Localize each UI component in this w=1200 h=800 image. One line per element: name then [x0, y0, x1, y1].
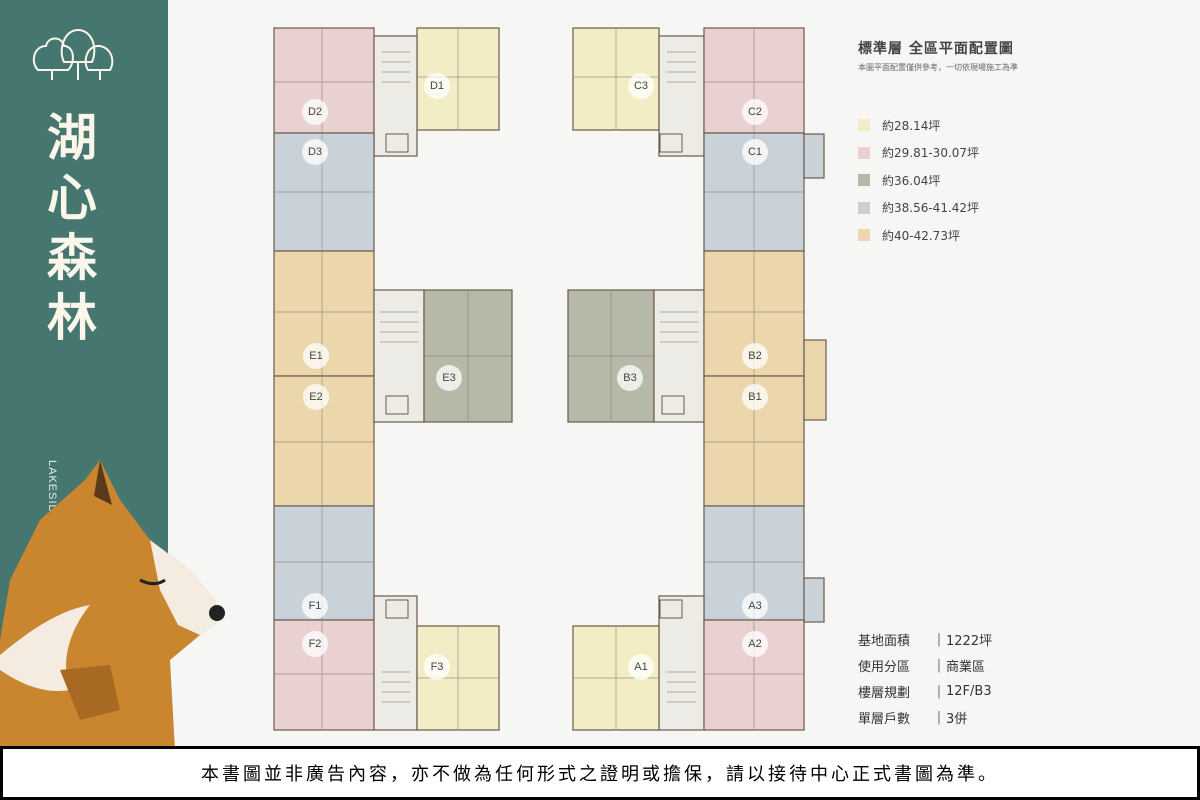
unit-label-e1: E1 — [303, 343, 329, 369]
disclaimer-text: 本書圖並非廣告內容，亦不做為任何形式之證明或擔保，請以接待中心正式書圖為準。 — [201, 764, 999, 785]
size-legend: 約28.14坪 約29.81-30.07坪 約36.04坪 約38.56-41.… — [858, 118, 979, 256]
unit-b-balcony — [803, 339, 827, 421]
plan-note: 本圖平面配置僅供參考，一切依現場施工為準 — [858, 63, 1018, 72]
stat-value: 1222坪 — [946, 634, 993, 649]
unit-label-a3: A3 — [742, 593, 768, 619]
stat-value: 3併 — [946, 712, 968, 727]
unit-label-b3: B3 — [617, 365, 643, 391]
elevator-right-mid — [661, 395, 685, 415]
core-left-bottom — [373, 595, 418, 731]
elevator-right-bottom — [659, 599, 683, 619]
fox-illustration — [0, 460, 225, 750]
legend-label: 約28.14坪 — [882, 118, 941, 133]
legend-item: 約29.81-30.07坪 — [858, 146, 979, 160]
core-left-top — [373, 35, 418, 157]
unit-c1-balcony — [803, 133, 825, 179]
unit-a3-balcony — [803, 577, 825, 623]
stat-label: 單層戶數 — [858, 712, 911, 727]
project-stats: 基地面積 | 1222坪 使用分區 | 商業區 樓層規劃 | 12F/B3 單層… — [858, 630, 992, 734]
plan-title: 標準層 全區平面配置圖 — [858, 41, 1014, 57]
core-left-mid — [373, 289, 425, 423]
unit-label-e2: E2 — [303, 384, 329, 410]
legend-label: 約38.56-41.42坪 — [882, 201, 980, 215]
legend-swatch — [858, 229, 870, 241]
stat-separator: | — [936, 658, 942, 673]
stat-label: 使用分區 — [858, 660, 911, 675]
legend-swatch — [858, 174, 870, 186]
stat-label: 樓層規劃 — [858, 686, 911, 701]
stat-label: 基地面積 — [858, 634, 911, 649]
unit-label-b1: B1 — [742, 384, 768, 410]
legend-label: 約40-42.73坪 — [882, 228, 960, 243]
unit-label-e3: E3 — [436, 365, 462, 391]
unit-label-b2: B2 — [742, 343, 768, 369]
disclaimer-bar: 本書圖並非廣告內容，亦不做為任何形式之證明或擔保，請以接待中心正式書圖為準。 — [0, 746, 1200, 800]
unit-label-a2: A2 — [742, 631, 768, 657]
legend-item: 約36.04坪 — [858, 173, 979, 188]
stat-row: 使用分區 | 商業區 — [858, 656, 992, 675]
unit-label-a1: A1 — [628, 654, 654, 680]
unit-label-d1: D1 — [424, 73, 450, 99]
stat-value: 12F/B3 — [946, 684, 992, 699]
unit-label-c3: C3 — [628, 73, 654, 99]
stat-separator: | — [936, 684, 942, 699]
legend-swatch — [858, 146, 870, 159]
stat-row: 基地面積 | 1222坪 — [858, 630, 992, 649]
legend-item: 約38.56-41.42坪 — [858, 201, 979, 215]
unit-label-c1: C1 — [742, 139, 768, 165]
elevator-left-bottom — [385, 599, 409, 619]
unit-label-f1: F1 — [302, 593, 328, 619]
brand-title: 湖心森林 — [47, 108, 99, 347]
legend-label: 約36.04坪 — [882, 173, 941, 188]
legend-label: 約29.81-30.07坪 — [882, 146, 980, 160]
elevator-left-mid — [385, 395, 409, 415]
elevator-right-top — [659, 133, 683, 153]
stat-separator: | — [936, 632, 942, 647]
legend-swatch — [858, 201, 870, 214]
elevator-left-top — [385, 133, 409, 153]
unit-label-f2: F2 — [302, 631, 328, 657]
legend-swatch — [858, 119, 870, 131]
tree-logo-icon — [32, 28, 114, 80]
unit-label-d2: D2 — [302, 99, 328, 125]
unit-label-f3: F3 — [424, 654, 450, 680]
unit-label-d3: D3 — [302, 139, 328, 165]
stat-row: 樓層規劃 | 12F/B3 — [858, 682, 992, 701]
stat-row: 單層戶數 | 3併 — [858, 708, 992, 727]
legend-item: 約40-42.73坪 — [858, 228, 979, 243]
stat-separator: | — [936, 710, 942, 725]
stat-value: 商業區 — [946, 660, 986, 675]
unit-label-c2: C2 — [742, 99, 768, 125]
legend-item: 約28.14坪 — [858, 118, 979, 133]
